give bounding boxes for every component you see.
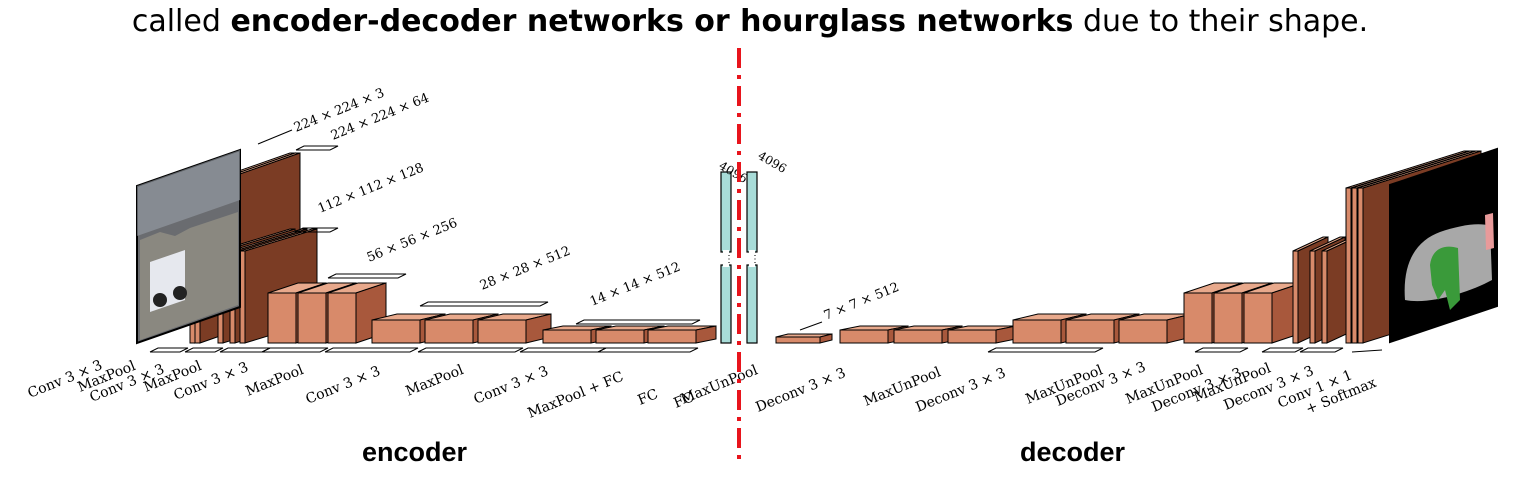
bracket-11 <box>1262 348 1303 352</box>
bracket-9 <box>988 348 1103 352</box>
fc-bar-2: ⋮ <box>747 172 760 343</box>
bracket-1 <box>150 348 188 352</box>
top-bracket-224 <box>296 146 338 150</box>
top-bracket-56 <box>328 274 406 278</box>
bracket-10 <box>1195 348 1248 352</box>
enc-op-label-7: Conv 3 × 3 <box>304 363 383 407</box>
arrow-7 <box>800 322 822 330</box>
bracket-5 <box>325 348 418 352</box>
dec-block-14-c <box>948 326 1016 343</box>
svg-text:⋮: ⋮ <box>724 254 734 265</box>
arrow-out <box>1352 350 1382 352</box>
dec-block-7 <box>776 334 832 343</box>
encoder-label: encoder <box>362 437 467 468</box>
enc-op-label-8: MaxPool <box>404 362 467 400</box>
enc-op-label-11: FC <box>636 386 661 408</box>
decoder-label: decoder <box>1020 437 1125 468</box>
arrow-224 <box>258 130 292 144</box>
top-bracket-28 <box>420 302 548 306</box>
size-label-28: 28 × 28 × 512 <box>478 244 573 294</box>
bracket-8 <box>598 348 698 352</box>
dec-block-28-c <box>1119 314 1192 343</box>
top-bracket-14 <box>576 320 700 324</box>
enc-block-14-c <box>648 326 716 343</box>
size-label-14: 14 × 14 × 512 <box>588 260 683 310</box>
svg-text:⋮: ⋮ <box>750 254 760 265</box>
dec-op-label-2: Deconv 3 × 3 <box>754 365 849 416</box>
size-label-7: 7 × 7 × 512 <box>822 280 901 324</box>
bracket-7 <box>520 348 606 352</box>
bracket-12 <box>1300 348 1343 352</box>
fc-bar-1: ⋮ <box>721 172 734 343</box>
fc-label-2: 4096 <box>756 148 789 175</box>
enc-op-label-6: MaxPool <box>244 362 307 400</box>
size-label-56: 56 × 56 × 256 <box>365 216 460 266</box>
dec-op-label-1: MaxUnPool <box>679 362 761 408</box>
bracket-2 <box>185 348 223 352</box>
enc-block-28-c <box>478 314 551 343</box>
bracket-6 <box>418 348 523 352</box>
size-label-112: 112 × 112 × 128 <box>316 161 426 217</box>
bracket-4 <box>262 348 328 352</box>
